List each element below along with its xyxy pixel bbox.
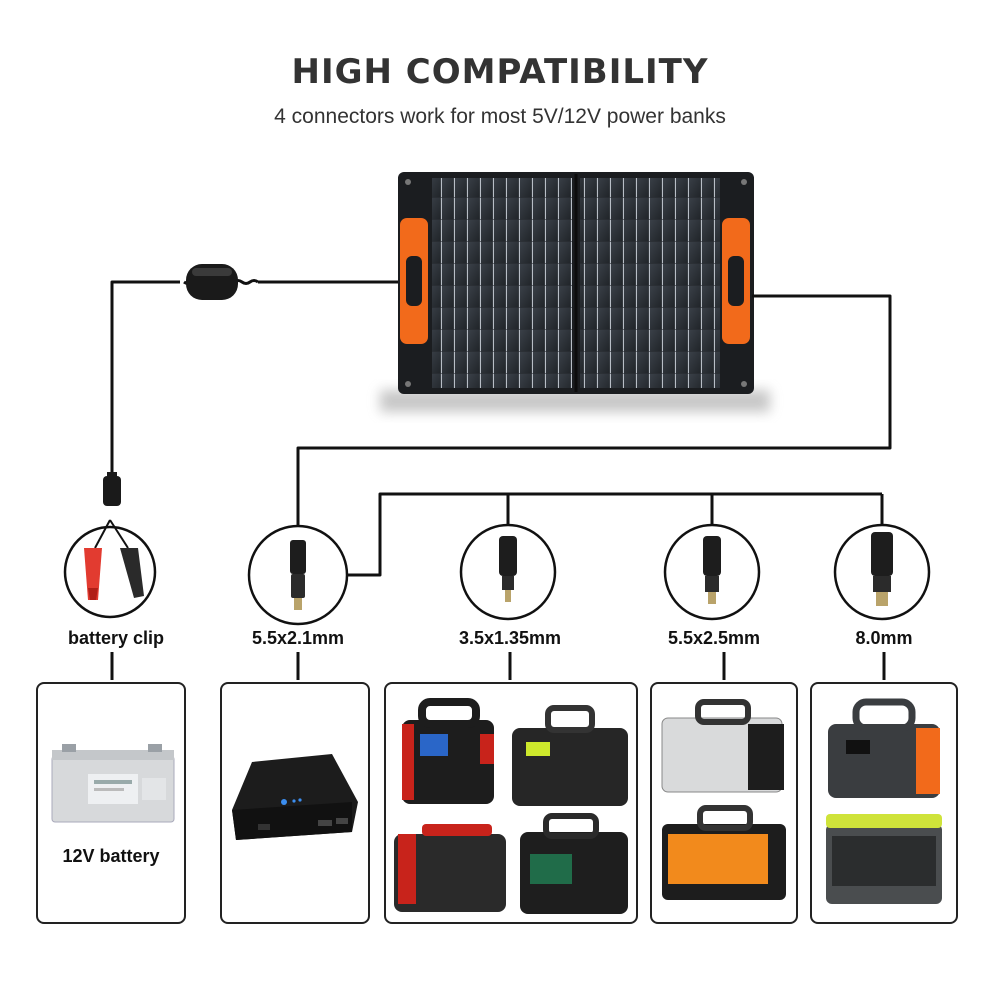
left-cable-drop: [110, 280, 180, 476]
connector-circle-3.5x1.35: [459, 523, 557, 621]
connector-label-battery-clip: battery clip: [67, 628, 165, 648]
device-box-power-stations-a: [384, 682, 638, 924]
battery-label: 12V battery: [62, 846, 160, 866]
connector-circle-battery-clip: [63, 519, 157, 619]
connector-circle-5.5x2.5: [663, 523, 761, 621]
device-box-power-stations-b: [650, 682, 798, 924]
lead-acid-battery-image: [51, 744, 175, 823]
device-box-power-bank: [220, 682, 370, 924]
dc-adapter-icon: [703, 536, 721, 604]
clip-connector: [103, 472, 121, 506]
branch-bus: [348, 492, 882, 577]
connector-label-8.0: 8.0mm: [855, 628, 913, 648]
connector-label-3.5x1.35: 3.5x1.35mm: [458, 628, 562, 648]
power-stations-image: [394, 698, 628, 914]
power-stations-image: [661, 699, 786, 900]
power-bank-image: [232, 754, 358, 840]
dc-plug-icon: [290, 540, 306, 610]
cables: [110, 280, 892, 680]
power-stations-image: [826, 698, 942, 904]
page-subtitle: 4 connectors work for most 5V/12V power …: [274, 105, 726, 128]
device-box-power-stations-c: [810, 682, 958, 924]
connector-label-5.5x2.1: 5.5x2.1mm: [251, 628, 345, 648]
page-title: HIGH COMPATIBILITY: [291, 52, 709, 92]
connector-circle-8.0: [833, 523, 931, 621]
left-handle: [400, 218, 428, 344]
dc-adapter-icon: [499, 536, 517, 602]
connector-label-5.5x2.5: 5.5x2.5mm: [667, 628, 761, 648]
battery-clip-icon: [84, 519, 144, 600]
solar-panel: [380, 172, 770, 412]
right-handle: [722, 218, 750, 344]
device-box-battery: 12V battery: [36, 682, 186, 924]
right-cable: [296, 294, 892, 535]
charge-controller: [183, 264, 259, 300]
connector-circle-5.5x2.1: [247, 524, 349, 626]
dc-adapter-icon: [871, 532, 893, 606]
